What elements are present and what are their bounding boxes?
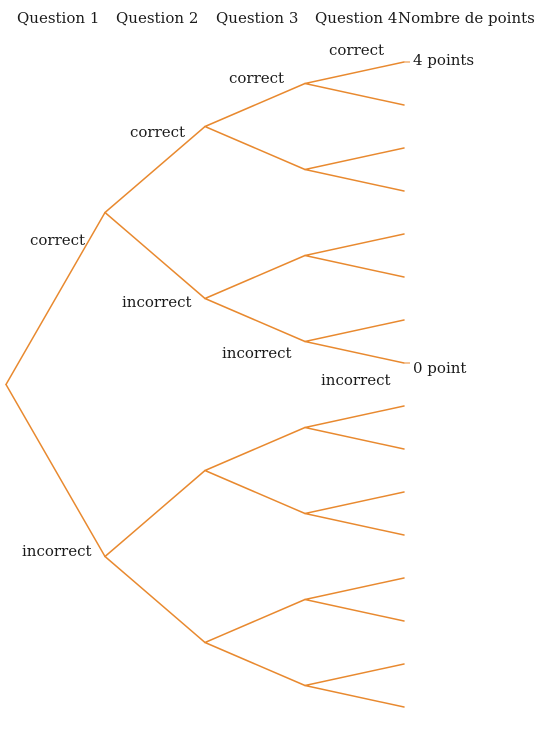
result-top: 4 points	[413, 51, 475, 69]
branch-q3-incorrect-1	[204, 125, 306, 171]
branch-q3-incorrect-5	[204, 469, 306, 515]
label-q4-incorrect: incorrect	[321, 371, 391, 389]
branch-q4-incorrect-3	[304, 168, 405, 192]
branch-q4-correct-10	[304, 491, 405, 515]
header-question-1: Question 1	[17, 9, 100, 27]
label-q4-correct: correct	[329, 41, 385, 59]
branch-q4-incorrect-1	[304, 82, 405, 106]
branch-q2-incorrect-3	[104, 555, 206, 644]
branch-q4-incorrect-9	[304, 426, 405, 450]
branch-q1-correct-0	[5, 211, 106, 386]
header-nombre-de-points: Nombre de points	[398, 9, 535, 27]
branch-q4-correct-2	[304, 147, 405, 171]
branch-q1-incorrect-1	[5, 383, 106, 558]
branch-q4-correct-6	[304, 319, 405, 343]
branch-q4-correct-8	[304, 405, 405, 429]
branch-q4-incorrect-5	[304, 254, 405, 278]
branch-q4-correct-12	[304, 577, 405, 601]
label-q3-incorrect: incorrect	[222, 344, 292, 362]
branch-q2-correct-0	[104, 125, 206, 214]
branch-q2-correct-2	[104, 469, 206, 558]
header-question-3: Question 3	[216, 9, 299, 27]
branch-q4-incorrect-11	[304, 512, 405, 536]
branch-q4-incorrect-7	[304, 340, 405, 364]
branch-q4-correct-14	[304, 663, 405, 687]
branch-q4-correct-4	[304, 233, 405, 257]
branch-q3-correct-2	[204, 254, 306, 300]
result-bottom: 0 point	[413, 359, 467, 377]
label-q3-correct: correct	[229, 69, 285, 87]
branch-q3-correct-4	[204, 426, 306, 472]
label-q1-incorrect: incorrect	[22, 542, 92, 560]
branch-q3-incorrect-3	[204, 297, 306, 343]
label-q2-correct: correct	[130, 123, 186, 141]
branch-q3-incorrect-7	[204, 641, 306, 687]
label-q2-incorrect: incorrect	[122, 293, 192, 311]
branch-q4-correct-0	[304, 61, 405, 85]
branch-q2-incorrect-1	[104, 211, 206, 300]
header-question-2: Question 2	[116, 9, 199, 27]
branch-q3-correct-6	[204, 598, 306, 644]
branch-q4-incorrect-15	[304, 684, 405, 708]
label-q1-correct: correct	[30, 231, 86, 249]
branch-q3-correct-0	[204, 82, 306, 128]
branch-q4-incorrect-13	[304, 598, 405, 622]
header-question-4: Question 4	[315, 9, 398, 27]
